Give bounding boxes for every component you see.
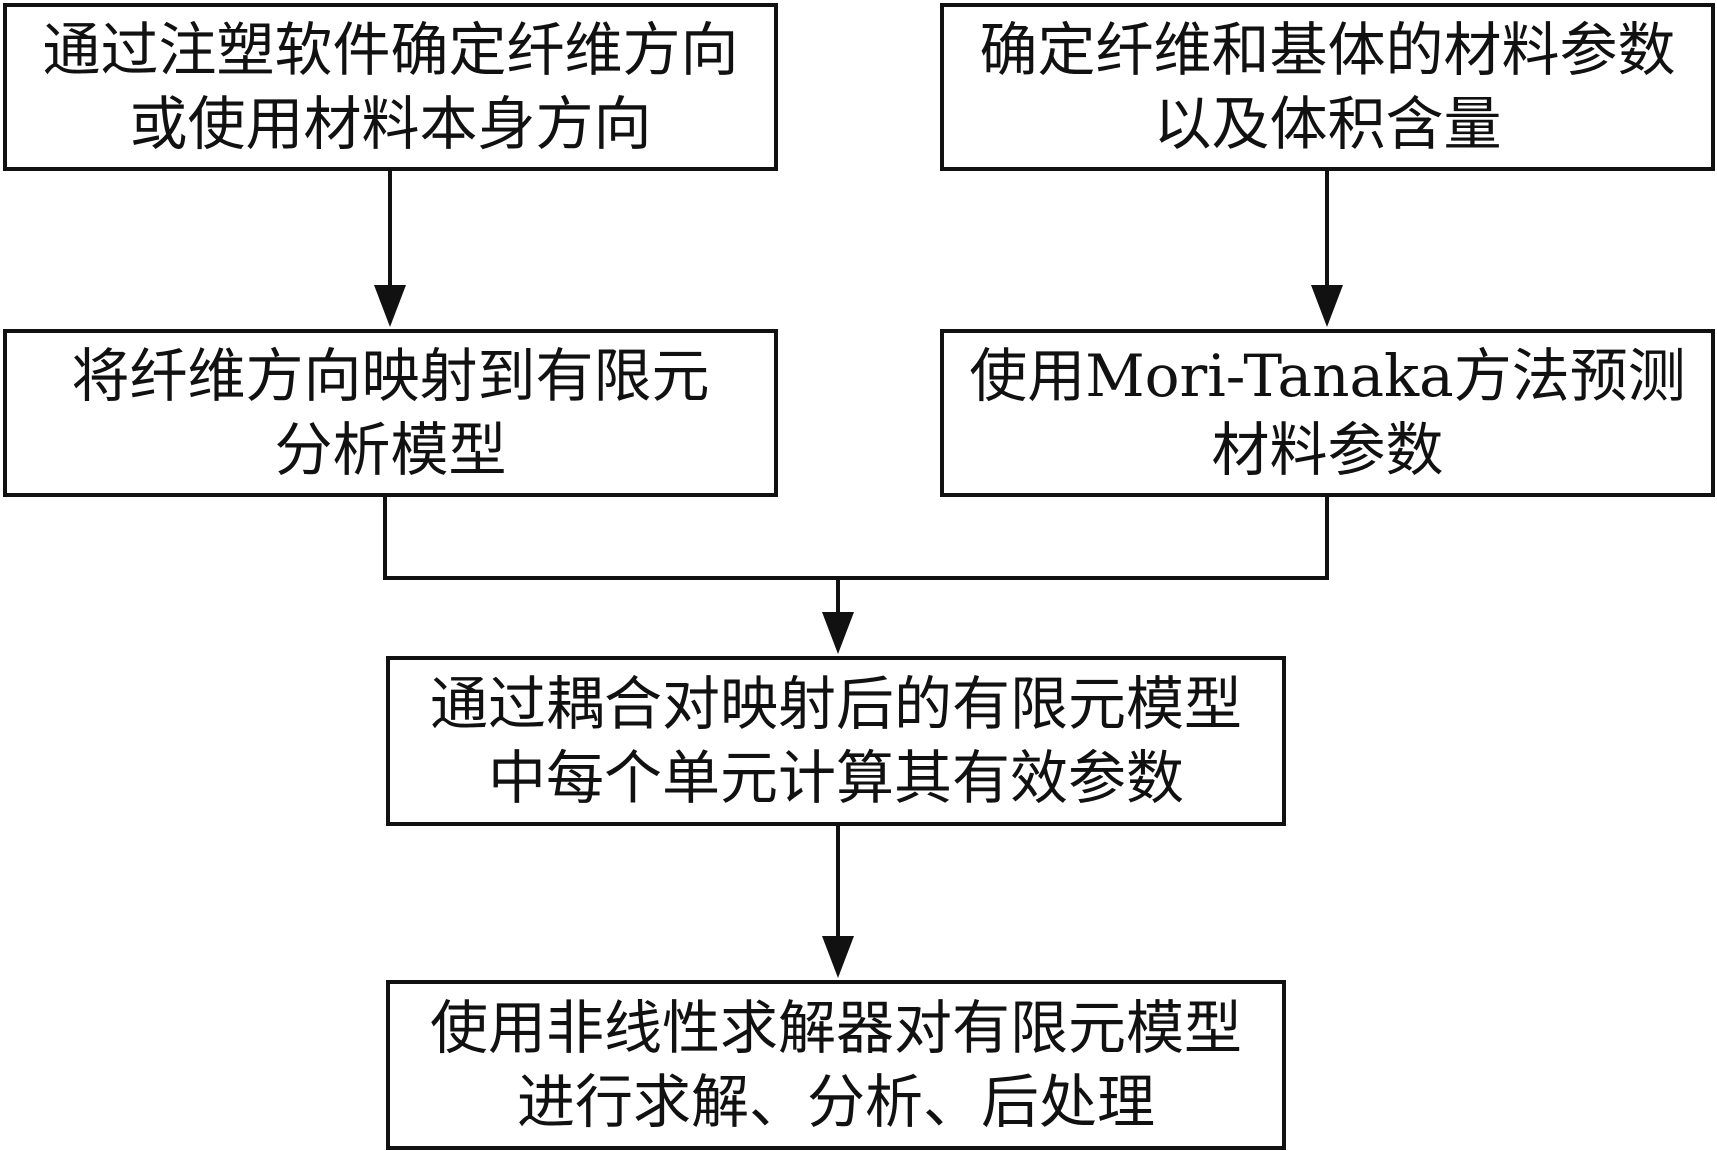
step-text-line: 材料参数 bbox=[1211, 416, 1444, 484]
step-text-line: 或使用材料本身方向 bbox=[129, 90, 652, 158]
step-text-line: 确定纤维和基体的材料参数 bbox=[979, 16, 1676, 84]
arrowhead-coupling-to-solve bbox=[822, 936, 854, 978]
arrowhead-params-to-moritanaka bbox=[1311, 285, 1343, 327]
step-text-line: 将纤维方向映射到有限元 bbox=[71, 342, 710, 410]
arrowhead-merge-to-coupling bbox=[822, 612, 854, 654]
step-text-line: 中每个单元计算其有效参数 bbox=[487, 744, 1184, 812]
step-text-line: 以及体积含量 bbox=[1153, 90, 1502, 158]
step-text-line: 通过耦合对映射后的有限元模型 bbox=[429, 670, 1242, 738]
step-text-line: 使用Mori-Tanaka方法预测 bbox=[969, 342, 1686, 410]
step-coupling-effective-parameters: 通过耦合对映射后的有限元模型 中每个单元计算其有效参数 bbox=[386, 656, 1286, 826]
step-mori-tanaka-prediction: 使用Mori-Tanaka方法预测 材料参数 bbox=[940, 329, 1715, 497]
step-determine-fiber-orientation: 通过注塑软件确定纤维方向 或使用材料本身方向 bbox=[3, 3, 778, 171]
step-text-line: 通过注塑软件确定纤维方向 bbox=[42, 16, 739, 84]
step-text-line: 分析模型 bbox=[274, 416, 507, 484]
step-text-line: 使用非线性求解器对有限元模型 bbox=[429, 994, 1242, 1062]
step-nonlinear-solve-and-postprocess: 使用非线性求解器对有限元模型 进行求解、分析、后处理 bbox=[386, 980, 1286, 1150]
arrowhead-orientation-to-mapping bbox=[374, 285, 406, 327]
step-text-line: 进行求解、分析、后处理 bbox=[516, 1068, 1155, 1136]
step-determine-material-parameters: 确定纤维和基体的材料参数 以及体积含量 bbox=[940, 3, 1715, 171]
step-map-orientation-to-fem: 将纤维方向映射到有限元 分析模型 bbox=[3, 329, 778, 497]
